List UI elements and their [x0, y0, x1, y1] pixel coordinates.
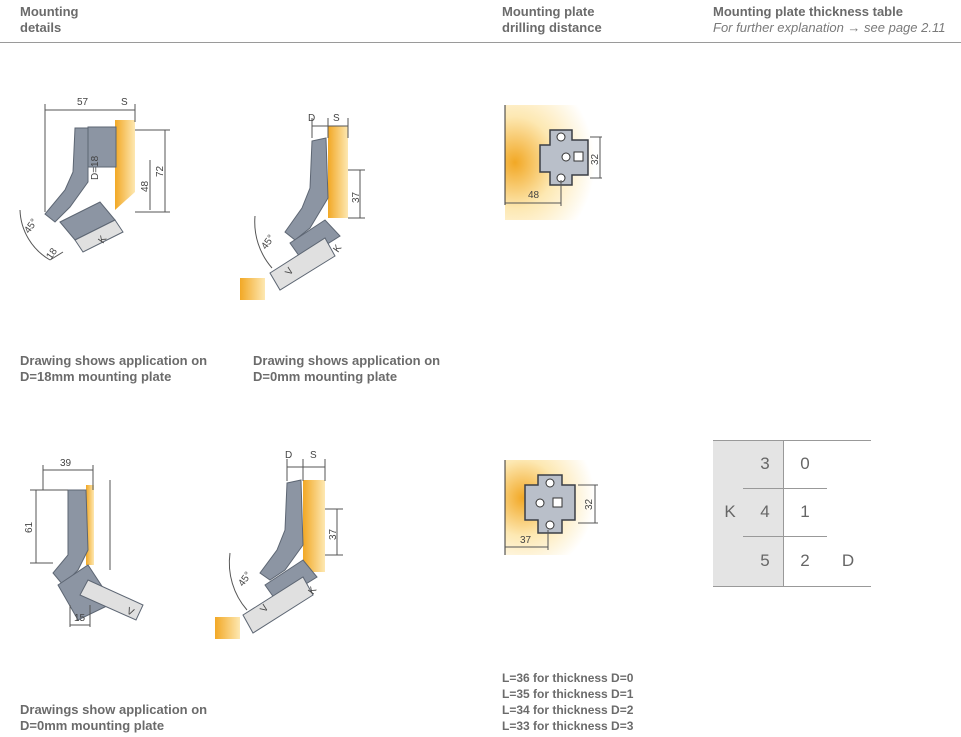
table-d-value-3: 2: [800, 551, 810, 570]
plate2-dim-37: 37: [520, 535, 532, 546]
header-divider: [0, 42, 961, 43]
hinge-drawing-d18: 57 S D=18 48 72 45° 18 K: [19, 97, 170, 262]
thickness-table: K 3 4 5 0 1 2 D: [713, 440, 871, 587]
caption3-line1: Drawings show application on: [20, 702, 208, 717]
d3-dim-15: 15: [74, 613, 86, 624]
table-row-rule-3: [784, 488, 827, 489]
table-k-value-1: 3: [760, 454, 770, 473]
table-row-rule-1: [743, 488, 783, 489]
header-drilling-distance: Mounting plate drilling distance: [502, 4, 602, 36]
mounting-plate-drawing-48: 48 32: [504, 105, 605, 220]
l-note-2: L=35 for thickness D=1: [502, 687, 634, 701]
d4-dim-37: 37: [328, 528, 339, 540]
hinge-drawing-d0-a: D S 37 45° K V: [240, 113, 365, 300]
d1-dim-d18: D=18: [90, 155, 101, 180]
d3-dim-61: 61: [24, 521, 35, 533]
caption2-line1: Drawing shows application on: [253, 353, 441, 368]
plate2-dim-32: 32: [584, 498, 595, 510]
header-col1-line1: Mounting: [20, 4, 79, 19]
table-k-label: K: [724, 502, 736, 521]
d1-dim-57: 57: [77, 97, 89, 108]
d1-dim-72: 72: [155, 165, 166, 177]
caption-d0-bottom: Drawings show application on D=0mm mount…: [20, 702, 207, 734]
d2-angle: 45°: [259, 233, 277, 252]
l-thickness-notes: L=36 for thickness D=0 L=35 for thicknes…: [502, 670, 633, 734]
header-col1-line2: details: [20, 20, 62, 35]
table-d-label: D: [841, 551, 855, 570]
d1-dim-s: S: [121, 97, 128, 108]
plate1-dim-48: 48: [528, 190, 540, 201]
hinge-drawing-d0-c: D S 37 45° K V: [215, 450, 343, 639]
d3-dim-39: 39: [60, 458, 72, 469]
caption2-line2: D=0mm mounting plate: [253, 369, 398, 384]
d1-dim-48: 48: [140, 180, 151, 192]
header-col2-line2: drilling distance: [502, 20, 602, 35]
table-d-value-2: 1: [800, 502, 810, 521]
d2-dim-37: 37: [351, 191, 362, 203]
table-vertical-rule: [783, 440, 784, 587]
caption3-line2: D=0mm mounting plate: [20, 718, 165, 733]
table-row-rule-4: [784, 536, 827, 537]
d4-angle: 45°: [236, 570, 254, 589]
l-note-4: L=33 for thickness D=3: [502, 719, 634, 733]
d3-dim-v: V: [125, 606, 136, 619]
header-mounting-details: Mounting details: [20, 4, 78, 36]
plate1-dim-32: 32: [590, 153, 601, 165]
caption-d18: Drawing shows application on D=18mm moun…: [20, 353, 207, 385]
d4-dim-d: D: [285, 450, 292, 461]
table-k-value-3: 5: [760, 551, 770, 570]
d1-dim-18: 18: [44, 246, 60, 262]
table-row-rule-2: [743, 536, 783, 537]
header-col2-line1: Mounting plate: [502, 4, 595, 19]
header-col3-line2: For further explanation → see page 2.11: [713, 20, 946, 35]
table-top-rule: [713, 440, 871, 441]
d2-dim-d: D: [308, 113, 315, 124]
caption-d0: Drawing shows application on D=0mm mount…: [253, 353, 440, 385]
table-k-value-2: 4: [760, 502, 770, 521]
l-note-3: L=34 for thickness D=2: [502, 703, 634, 717]
l-note-1: L=36 for thickness D=0: [502, 671, 634, 685]
hinge-drawing-d0-b: 39 61 15 V: [24, 458, 144, 627]
caption1-line2: D=18mm mounting plate: [20, 369, 172, 384]
header-thickness-table: Mounting plate thickness table For furth…: [713, 4, 945, 36]
table-bottom-rule: [713, 586, 871, 587]
table-shaded-area: [713, 440, 783, 587]
d4-dim-s: S: [310, 450, 317, 461]
caption1-line1: Drawing shows application on: [20, 353, 208, 368]
mounting-plate-drawing-37: 37 32: [504, 460, 598, 555]
table-d-value-1: 0: [800, 454, 810, 473]
d2-dim-s: S: [333, 113, 340, 124]
header-col3-line1: Mounting plate thickness table: [713, 4, 903, 19]
